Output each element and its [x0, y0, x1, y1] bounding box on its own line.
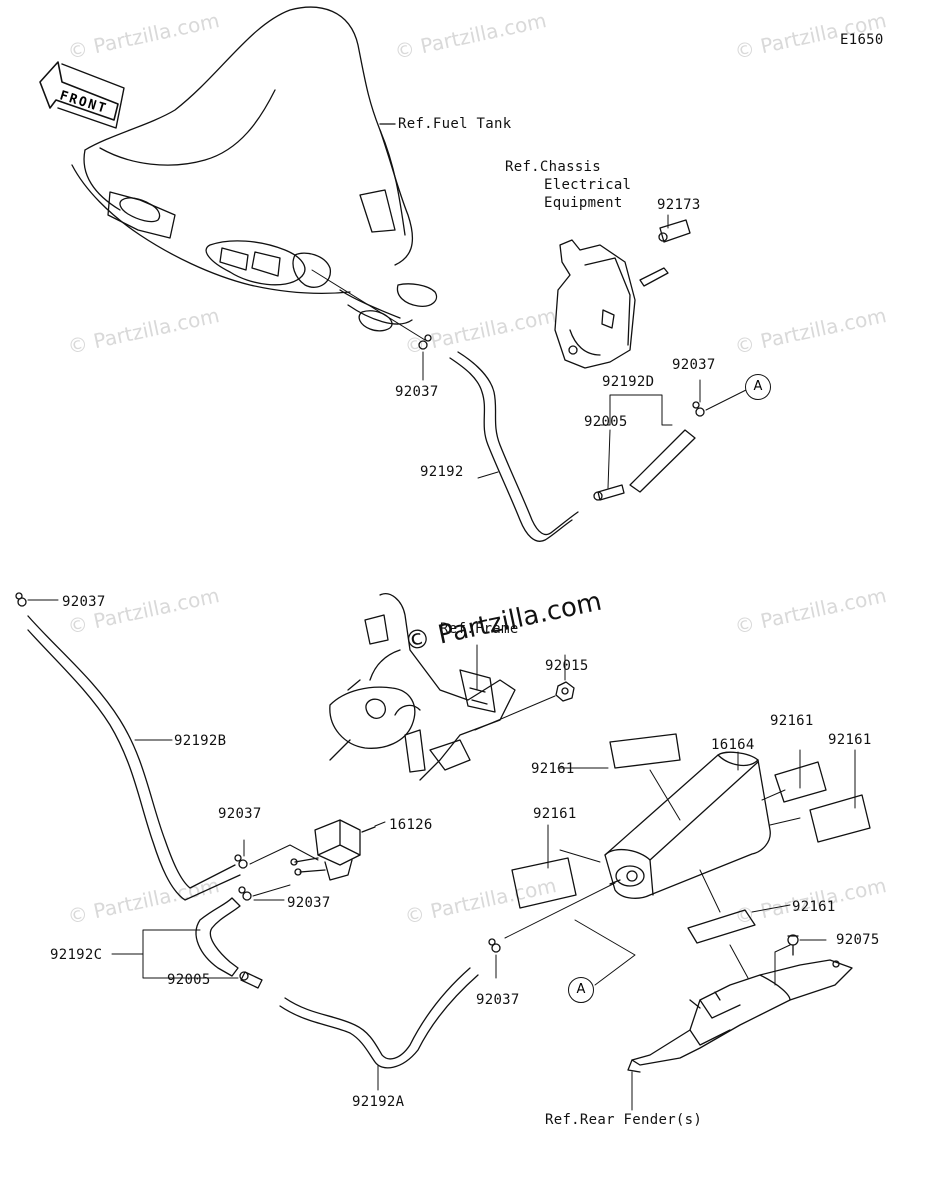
bolt-92075-icon	[787, 934, 799, 956]
ref-frame-label: Ref.Frame	[440, 621, 519, 637]
pad-92161-top	[609, 733, 681, 769]
part-label-92015[interactable]: 92015	[545, 658, 589, 674]
pad-92161-bottom	[687, 909, 756, 944]
part-label-92005[interactable]: 92005	[167, 972, 211, 988]
hose-92192c	[195, 897, 241, 977]
part-label-92161[interactable]: 92161	[792, 899, 836, 915]
pad-92161-right2	[809, 794, 871, 843]
part-label-92037[interactable]: 92037	[672, 357, 716, 373]
clamp-icon	[692, 401, 705, 417]
part-label-92192[interactable]: 92192	[420, 464, 464, 480]
solenoid-valve-drawing	[290, 819, 376, 881]
ref-chassis-label-3: Equipment	[544, 195, 623, 211]
part-label-92037[interactable]: 92037	[62, 594, 106, 610]
clamp-icon	[418, 334, 432, 350]
clamp-icon	[234, 854, 248, 869]
ref-chassis-label: Ref.Chassis	[505, 159, 602, 175]
hose-92192b	[27, 615, 241, 901]
ref-fuel-tank-label: Ref.Fuel Tank	[398, 116, 512, 132]
canister-16164-drawing	[604, 751, 771, 899]
clamp-icon	[238, 886, 252, 901]
callout-a: A	[568, 977, 594, 1003]
part-label-92192c[interactable]: 92192C	[50, 947, 103, 963]
chassis-electrical-drawing	[554, 239, 669, 369]
hose-92192a	[279, 967, 479, 1069]
part-label-92192b[interactable]: 92192B	[174, 733, 227, 749]
joint-92005-upper	[593, 484, 625, 501]
pad-92161-left	[511, 857, 577, 909]
frame-bracket-drawing	[329, 593, 516, 781]
part-label-92037[interactable]: 92037	[218, 806, 262, 822]
part-label-92161[interactable]: 92161	[770, 713, 814, 729]
hose-92192	[449, 351, 579, 542]
rear-fender-drawing	[627, 959, 853, 1073]
nut-icon	[555, 681, 575, 702]
diagram-code: E1650	[840, 32, 884, 48]
part-label-92173[interactable]: 92173	[657, 197, 701, 213]
part-label-16126[interactable]: 16126	[389, 817, 433, 833]
clamp-icon	[488, 938, 501, 953]
part-label-92037[interactable]: 92037	[287, 895, 331, 911]
joint-92005-lower	[239, 971, 263, 989]
callout-a: A	[745, 374, 771, 400]
clamp-icon	[15, 592, 27, 607]
part-label-16164[interactable]: 16164	[711, 737, 755, 753]
part-label-92192d[interactable]: 92192D	[602, 374, 655, 390]
hose-92192d	[629, 429, 696, 493]
part-label-92192a[interactable]: 92192A	[352, 1094, 405, 1110]
part-label-92161[interactable]: 92161	[531, 761, 575, 777]
pad-92161-right1	[774, 761, 827, 803]
ref-rear-fender-label: Ref.Rear Fender(s)	[545, 1112, 703, 1128]
bolt-icon	[658, 219, 691, 243]
part-label-92037[interactable]: 92037	[476, 992, 520, 1008]
ref-chassis-label-2: Electrical	[544, 177, 632, 193]
part-label-92037[interactable]: 92037	[395, 384, 439, 400]
front-arrow-icon	[39, 61, 125, 129]
part-label-92161[interactable]: 92161	[828, 732, 872, 748]
part-label-92161[interactable]: 92161	[533, 806, 577, 822]
part-label-92005[interactable]: 92005	[584, 414, 628, 430]
fuel-tank-drawing	[71, 6, 438, 332]
part-label-92075[interactable]: 92075	[836, 932, 880, 948]
